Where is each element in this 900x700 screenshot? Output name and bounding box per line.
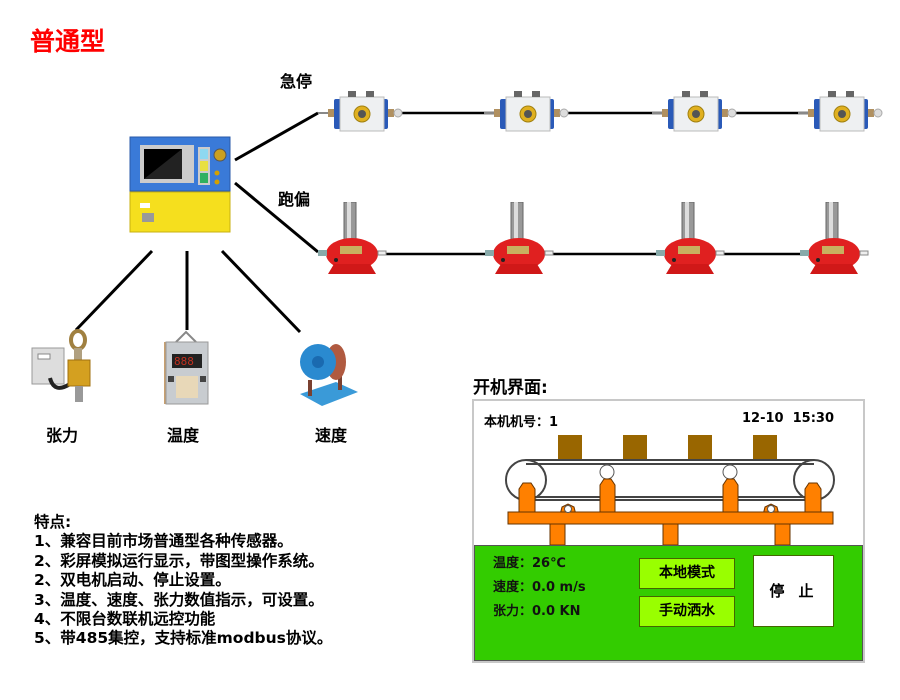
- label-speed: 速度: [315, 426, 348, 445]
- frame-beam: [507, 511, 834, 525]
- temperature-sensor-icon: 888: [164, 330, 209, 405]
- speed-reading: 速度：0.0 m/s: [493, 580, 586, 595]
- deviation-switch-icon: [318, 202, 387, 274]
- feature-item: 5、带485集控，支持标准modbus协议。: [34, 629, 333, 648]
- hmi-screen: 本机机号：1 12-10 15:30: [472, 399, 865, 663]
- deviation-switch-icon: [656, 202, 725, 274]
- frame-post: [518, 482, 536, 516]
- emergency-stop-switch-icon: [318, 91, 403, 132]
- feature-item: 4、不限台数联机远控功能: [34, 610, 216, 629]
- conveyor-diagram: [505, 435, 835, 545]
- stop-button[interactable]: 停止: [753, 555, 834, 627]
- machine-number: 本机机号：1: [484, 415, 559, 430]
- speed-sensor-icon: [300, 344, 358, 406]
- cargo-box: [753, 435, 777, 460]
- line-controller-deviation: [234, 181, 319, 254]
- frame-post: [599, 478, 616, 516]
- local-mode-button[interactable]: 本地模式: [639, 558, 735, 589]
- feature-item: 1、兼容目前市场普通型各种传感器。: [34, 532, 293, 551]
- emergency-stop-switch-icon: [798, 91, 883, 132]
- emergency-stop-switch-icon: [484, 91, 569, 132]
- frame-post: [722, 478, 739, 516]
- frame-leg: [662, 523, 679, 545]
- conveyor-belt: [505, 459, 835, 501]
- controller-icon: [129, 136, 231, 233]
- temperature-sensor-display: 888: [174, 355, 194, 368]
- label-emergency-stop: 急停: [280, 72, 313, 91]
- features-heading: 特点:: [34, 513, 72, 531]
- label-temperature: 温度: [167, 426, 200, 445]
- line-controller-estop: [234, 111, 319, 162]
- cargo-box: [558, 435, 582, 460]
- frame-post: [804, 482, 822, 516]
- features-list: 特点: 1、兼容目前市场普通型各种传感器。 2、彩屏模拟运行显示，带图型操作系统…: [34, 513, 332, 649]
- line-controller-tension: [74, 249, 154, 332]
- label-tension: 张力: [46, 426, 79, 445]
- emergency-stop-switch-icon: [652, 91, 737, 132]
- page-title: 普通型: [30, 27, 106, 56]
- frame-leg: [549, 523, 566, 545]
- feature-item: 2、双电机启动、停止设置。: [34, 571, 231, 590]
- idler-roller: [722, 464, 738, 480]
- temperature-reading: 温度：26℃: [493, 556, 566, 571]
- deviation-switch-icon: [800, 202, 869, 274]
- feature-item: 2、彩屏模拟运行显示，带图型操作系统。: [34, 551, 324, 570]
- datetime: 12-10 15:30: [742, 411, 835, 426]
- idler-roller: [599, 464, 615, 480]
- hmi-heading: 开机界面:: [473, 378, 548, 398]
- tension-sensor-icon: [31, 329, 91, 402]
- feature-item: 3、温度、速度、张力数值指示，可设置。: [34, 590, 324, 609]
- deviation-switch-icon: [485, 202, 554, 274]
- label-deviation: 跑偏: [278, 190, 311, 209]
- cargo-box: [688, 435, 712, 460]
- manual-spray-button[interactable]: 手动洒水: [639, 596, 735, 627]
- line-controller-speed: [220, 249, 302, 334]
- hmi-control-panel: 温度：26℃ 速度：0.0 m/s 张力：0.0 KN 本地模式 手动洒水 停止: [474, 545, 863, 661]
- cargo-box: [623, 435, 647, 460]
- tension-reading: 张力：0.0 KN: [493, 604, 581, 619]
- frame-leg: [774, 523, 791, 545]
